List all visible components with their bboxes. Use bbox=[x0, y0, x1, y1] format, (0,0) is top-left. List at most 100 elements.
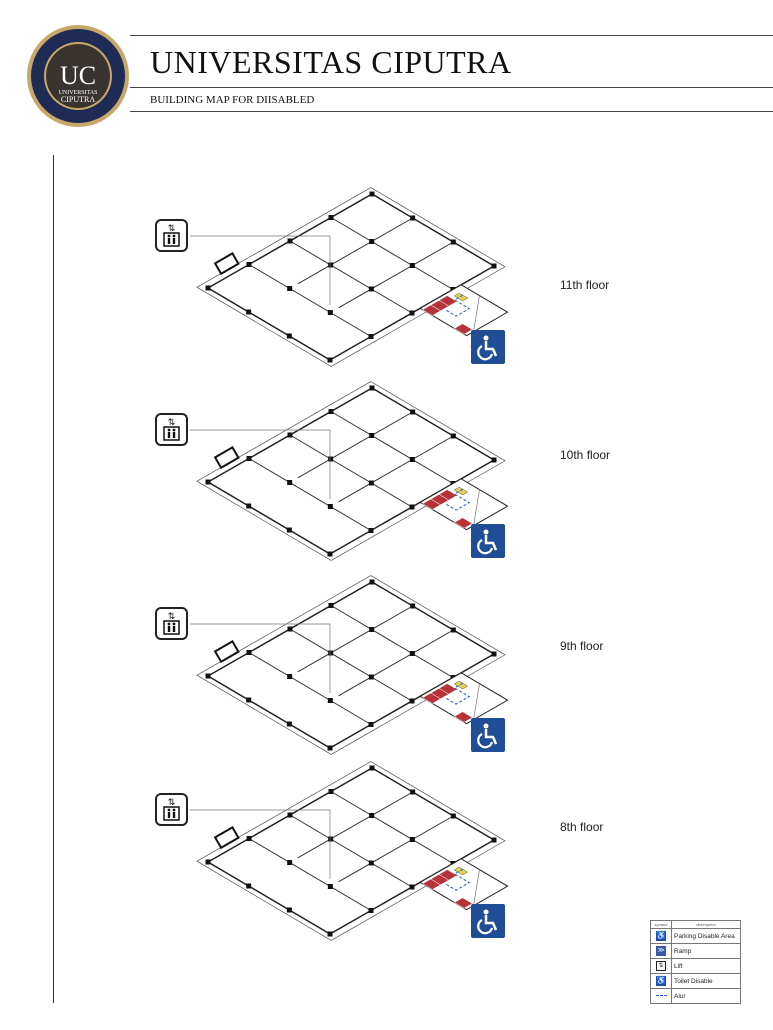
lift-car-highlight bbox=[453, 711, 473, 723]
plan-column bbox=[287, 286, 293, 291]
plan-column bbox=[491, 457, 497, 463]
floor-plan-9 bbox=[190, 575, 509, 755]
plan-column bbox=[327, 884, 333, 889]
parking-disable-icon: ♿ bbox=[656, 931, 666, 941]
floor-plan-8 bbox=[190, 761, 509, 941]
plan-column bbox=[368, 674, 374, 680]
plan-partition bbox=[248, 458, 372, 531]
plan-partition bbox=[338, 815, 454, 883]
floor-label-10: 10th floor bbox=[560, 448, 611, 462]
plan-column bbox=[286, 333, 292, 339]
plan-partition bbox=[297, 217, 413, 285]
plan-column bbox=[328, 215, 334, 220]
legend-header-description: description bbox=[671, 920, 741, 929]
plan-outline bbox=[196, 187, 506, 367]
plan-column bbox=[205, 673, 211, 679]
plan-column bbox=[246, 650, 252, 655]
margin-line bbox=[53, 155, 54, 1003]
floor-label-11: 11th floor bbox=[560, 278, 610, 292]
service-annex bbox=[419, 858, 509, 911]
plan-column bbox=[368, 722, 374, 727]
header-rule-bottom bbox=[130, 111, 773, 112]
plan-column bbox=[328, 603, 334, 608]
stair-core bbox=[213, 826, 240, 850]
svg-text:CIPUTRA: CIPUTRA bbox=[61, 95, 95, 104]
plan-column bbox=[409, 263, 415, 268]
wheelchair-icon bbox=[471, 718, 505, 752]
lift-icon: ⇅ bbox=[155, 793, 188, 826]
plan-partition bbox=[289, 628, 413, 702]
plan-column bbox=[205, 479, 211, 485]
alur-path bbox=[446, 681, 471, 705]
plan-column bbox=[328, 789, 334, 794]
plan-column bbox=[287, 480, 293, 485]
stair-core bbox=[213, 446, 240, 470]
plan-column bbox=[328, 836, 334, 842]
service-annex bbox=[419, 672, 509, 725]
plan-column bbox=[328, 456, 334, 462]
legend-label: Lift bbox=[671, 958, 741, 974]
plan-column bbox=[286, 527, 292, 533]
plan-column bbox=[491, 837, 497, 843]
plan-column bbox=[327, 698, 333, 703]
plan-outline bbox=[196, 761, 506, 941]
plan-column bbox=[409, 457, 415, 462]
lift-car-highlight bbox=[453, 323, 473, 335]
plan-column bbox=[287, 812, 293, 818]
plan-column bbox=[368, 334, 374, 339]
plan-column bbox=[287, 674, 293, 679]
plan-partition bbox=[248, 838, 372, 911]
plan-column bbox=[410, 789, 416, 795]
plan-partition bbox=[289, 814, 413, 888]
plan-column bbox=[409, 504, 415, 510]
plan-column bbox=[246, 456, 252, 461]
plan-column bbox=[327, 310, 333, 315]
plan-column bbox=[369, 765, 375, 771]
plan-column bbox=[368, 480, 374, 486]
plan-column bbox=[287, 626, 293, 632]
wheelchair-icon bbox=[471, 524, 505, 558]
floor-plan-10 bbox=[190, 381, 509, 561]
plan-partition bbox=[338, 435, 454, 503]
legend-label: Parking Disable Area bbox=[671, 928, 741, 944]
lift-leader-line bbox=[190, 809, 331, 880]
plan-column bbox=[368, 286, 374, 292]
floor-label-8: 8th floor bbox=[560, 820, 604, 834]
plan-column bbox=[246, 883, 252, 889]
plan-outline bbox=[196, 575, 506, 755]
plan-column bbox=[369, 813, 375, 818]
alur-path bbox=[446, 293, 471, 317]
plan-column bbox=[369, 191, 375, 197]
plan-column bbox=[491, 651, 497, 657]
plan-column bbox=[450, 433, 456, 439]
toilet-disable-highlight bbox=[453, 680, 469, 690]
plan-partition bbox=[248, 264, 372, 337]
floor-label-9: 9th floor bbox=[560, 639, 604, 653]
plan-column bbox=[410, 215, 416, 221]
plan-column bbox=[369, 433, 375, 438]
svg-text:⇅: ⇅ bbox=[168, 224, 176, 234]
toilet-disable-highlight bbox=[453, 292, 469, 302]
plan-column bbox=[450, 627, 456, 633]
plan-column bbox=[327, 551, 333, 557]
plan-column bbox=[409, 884, 415, 890]
alur-path bbox=[446, 867, 471, 891]
plan-partition bbox=[297, 605, 413, 673]
toilet-disable-highlight bbox=[453, 486, 469, 496]
plan-column bbox=[369, 239, 375, 244]
plan-partition bbox=[330, 411, 454, 484]
plan-column bbox=[368, 908, 374, 913]
plan-partition bbox=[330, 217, 454, 290]
floor-plan-11 bbox=[190, 187, 509, 367]
toilet-disable-highlight bbox=[453, 866, 469, 876]
plan-column bbox=[246, 309, 252, 315]
plan-outline bbox=[196, 381, 506, 561]
plan-column bbox=[409, 651, 415, 656]
lift-leader-line bbox=[190, 429, 331, 500]
plan-column bbox=[410, 409, 416, 415]
plan-column bbox=[246, 262, 252, 267]
plan-column bbox=[369, 385, 375, 391]
alur-path bbox=[446, 487, 471, 511]
